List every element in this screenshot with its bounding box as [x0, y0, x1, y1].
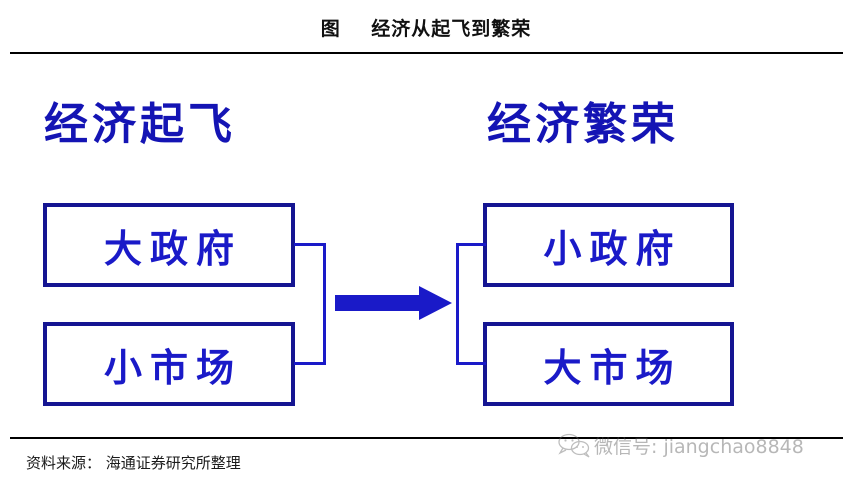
- box-small-government: 小政府: [483, 203, 734, 287]
- box-label-big-government: 大政府: [103, 225, 242, 271]
- box-big-government: 大政府: [43, 203, 295, 287]
- left-brace-connector-icon: [294, 243, 326, 365]
- box-big-market: 大市场: [483, 322, 734, 406]
- title-divider-top: [10, 52, 843, 54]
- wechat-logo-icon: [556, 432, 592, 458]
- wechat-id-text: 微信号: jiangchao8848: [594, 435, 804, 458]
- box-label-small-market: 小市场: [103, 344, 242, 390]
- box-label-big-market: 大市场: [543, 344, 682, 390]
- right-brace-connector-icon: [456, 243, 486, 365]
- stage-heading-prosperity: 经济繁荣: [487, 99, 679, 150]
- box-small-market: 小市场: [43, 322, 295, 406]
- figure-title: 图 经济从起飞到繁荣: [320, 18, 532, 40]
- source-divider-bottom: [10, 437, 843, 439]
- box-label-small-government: 小政府: [543, 225, 682, 271]
- transition-arrow-icon: [335, 286, 452, 320]
- stage-heading-takeoff: 经济起飞: [44, 99, 236, 150]
- wechat-watermark: 微信号: jiangchao8848: [556, 430, 804, 460]
- source-note: 资料来源： 海通证券研究所整理: [26, 454, 241, 472]
